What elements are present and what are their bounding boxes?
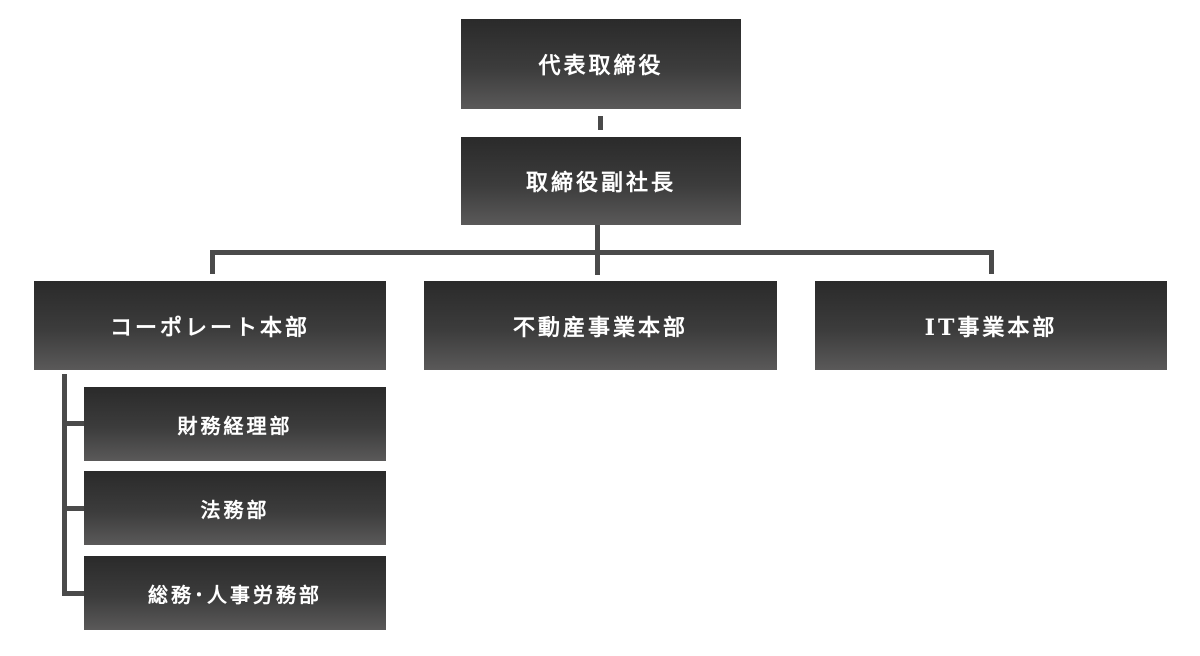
connector-corporate-spine: [62, 374, 67, 596]
node-legal: 法務部: [84, 471, 386, 545]
node-vice-president-label: 取締役副社長: [525, 170, 676, 196]
node-real-estate-division: 不動産事業本部: [424, 281, 777, 370]
connector-to-corporate: [210, 250, 215, 274]
node-ceo: 代表取締役: [461, 19, 741, 109]
connector-horizontal-bus: [210, 250, 994, 255]
connector-to-finance: [62, 421, 84, 426]
connector-ceo-vp: [598, 116, 603, 130]
connector-to-legal: [62, 506, 84, 511]
node-it-division-label: IT事業本部: [924, 314, 1058, 341]
node-real-estate-division-label: 不動産事業本部: [512, 314, 688, 341]
node-corporate-division-label: コーポレート本部: [109, 314, 310, 341]
node-ceo-label: 代表取締役: [538, 53, 664, 79]
node-general-affairs-hr: 総務･人事労務部: [84, 556, 386, 630]
connector-to-it: [989, 250, 994, 274]
node-finance-accounting-label: 財務経理部: [177, 413, 293, 438]
connector-to-general-affairs: [62, 591, 84, 596]
node-vice-president: 取締役副社長: [461, 137, 741, 225]
node-it-division: IT事業本部: [815, 281, 1167, 370]
node-legal-label: 法務部: [200, 497, 270, 522]
node-finance-accounting: 財務経理部: [84, 387, 386, 461]
node-corporate-division: コーポレート本部: [34, 281, 386, 370]
node-general-affairs-hr-label: 総務･人事労務部: [148, 582, 322, 607]
